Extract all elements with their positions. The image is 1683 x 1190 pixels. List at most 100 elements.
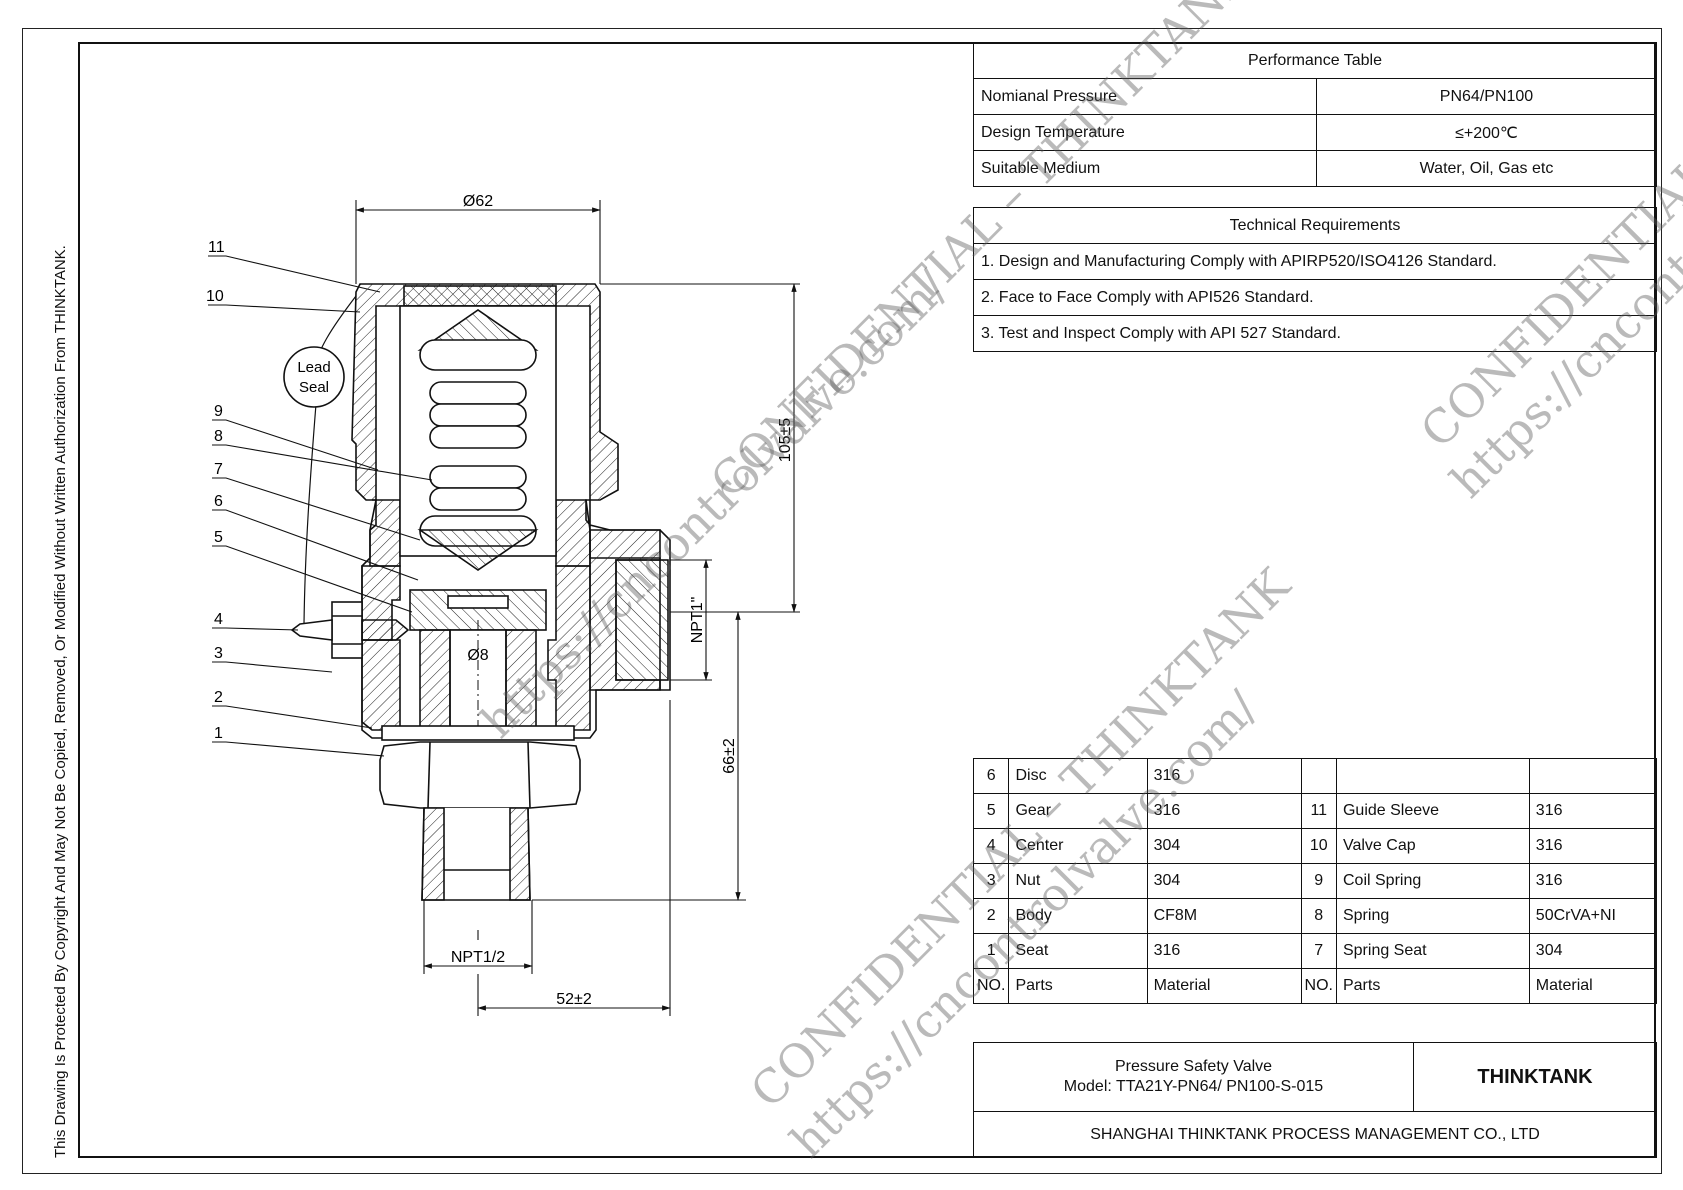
title-block: Pressure Safety Valve Model: TTA21Y-PN64…: [973, 1042, 1657, 1158]
list-item: 1. Design and Manufacturing Comply with …: [973, 243, 1657, 280]
performance-value: ≤+200℃: [1316, 114, 1657, 151]
header-no: NO.: [1300, 968, 1337, 1004]
part-no: 2: [972, 898, 1010, 934]
part-name: Disc: [1008, 758, 1148, 794]
balloon-9: 9: [214, 403, 223, 420]
part-material: 304: [1528, 933, 1658, 969]
part-no: 1: [972, 933, 1010, 969]
dim-height-total: 105±5: [777, 418, 794, 462]
part-no: 9: [1300, 863, 1337, 899]
header-material: Material: [1528, 968, 1658, 1004]
part-name: Seat: [1008, 933, 1148, 969]
balloon-5: 5: [214, 529, 223, 546]
part-name: Gear: [1008, 793, 1148, 829]
part-no: 7: [1300, 933, 1337, 969]
table-row: 4 Center 304 10 Valve Cap 316: [972, 828, 1658, 864]
part-material: 316: [1528, 828, 1658, 864]
table-row: Suitable Medium Water, Oil, Gas etc: [973, 150, 1657, 187]
technical-requirements-table: Technical Requirements 1. Design and Man…: [973, 207, 1657, 352]
inner-border: [78, 42, 1656, 1158]
balloon-1: 1: [214, 725, 223, 742]
part-material: 50CrVA+NI: [1528, 898, 1658, 934]
seat-hex: [379, 741, 581, 809]
balloon-2: 2: [214, 689, 223, 706]
product-name: Pressure Safety Valve: [1114, 1058, 1273, 1075]
part-material: 316: [1528, 863, 1658, 899]
balloon-10: 10: [206, 288, 224, 305]
table-header-row: NO. Parts Material NO. Parts Material: [972, 968, 1658, 1004]
part-name: Spring: [1335, 898, 1530, 934]
part-material: 316: [1146, 793, 1302, 829]
part-name: [1335, 758, 1530, 794]
part-no: 4: [972, 828, 1010, 864]
part-material: CF8M: [1146, 898, 1302, 934]
lead-seal-line2: Seal: [299, 379, 329, 396]
table-row: 6 Disc 316: [972, 758, 1658, 794]
balloon-7: 7: [214, 461, 223, 478]
lead-seal-line1: Lead: [297, 359, 330, 376]
dim-outlet-thread: NPT1": [689, 597, 706, 644]
table-row: 3 Nut 304 9 Coil Spring 316: [972, 863, 1658, 899]
header-parts: Parts: [1008, 968, 1148, 1004]
part-name: Guide Sleeve: [1335, 793, 1530, 829]
performance-label: Design Temperature: [973, 114, 1317, 151]
part-material: 304: [1146, 828, 1302, 864]
dim-center-to-outlet: 52±2: [556, 991, 592, 1008]
dim-inlet-thread: NPT1/2: [451, 949, 505, 966]
part-material: 316: [1528, 793, 1658, 829]
performance-label: Nomianal Pressure: [973, 78, 1317, 115]
part-material: [1528, 758, 1658, 794]
balloon-3: 3: [214, 645, 223, 662]
table-row: 5 Gear 316 11 Guide Sleeve 316: [972, 793, 1658, 829]
dim-height-inlet: 66±2: [721, 738, 738, 774]
part-material: 316: [1146, 758, 1302, 794]
part-name: Nut: [1008, 863, 1148, 899]
brand-name: THINKTANK: [1477, 1065, 1593, 1088]
part-no: 5: [972, 793, 1010, 829]
part-no: 10: [1300, 828, 1337, 864]
lead-seal: [283, 346, 345, 408]
outer-border: [22, 28, 1662, 1174]
header-parts: Parts: [1335, 968, 1530, 1004]
table-row: 2 Body CF8M 8 Spring 50CrVA+NI: [972, 898, 1658, 934]
side-nut: [331, 601, 363, 659]
technical-requirements-title: Technical Requirements: [973, 207, 1657, 244]
spring-coils: [429, 381, 527, 511]
parts-list-table: 6 Disc 316 5 Gear 316 11 Guide Sleeve 31…: [972, 758, 1658, 1004]
model-number: Model: TTA21Y-PN64/ PN100-S-015: [1063, 1078, 1324, 1095]
table-row: Design Temperature ≤+200℃: [973, 114, 1657, 151]
performance-value: Water, Oil, Gas etc: [1316, 150, 1657, 187]
part-no: 3: [972, 863, 1010, 899]
part-name: Valve Cap: [1335, 828, 1530, 864]
balloon-8: 8: [214, 428, 223, 445]
valve-section-drawing: Lead Seal 11 10 9 8 7 6 5 4 3 2: [206, 193, 800, 1016]
part-material: 304: [1146, 863, 1302, 899]
table-row: 1 Seat 316 7 Spring Seat 304: [972, 933, 1658, 969]
list-item: 2. Face to Face Comply with API526 Stand…: [973, 279, 1657, 316]
part-no: 6: [972, 758, 1010, 794]
part-no: 11: [1300, 793, 1337, 829]
dim-seat-bore: Ø8: [467, 647, 488, 664]
company-name: SHANGHAI THINKTANK PROCESS MANAGEMENT CO…: [974, 1111, 1656, 1157]
part-name: Spring Seat: [1335, 933, 1530, 969]
guide-sleeve: [403, 285, 557, 307]
performance-label: Suitable Medium: [973, 150, 1317, 187]
header-material: Material: [1146, 968, 1302, 1004]
part-no: 8: [1300, 898, 1337, 934]
performance-table: Performance Table Nomianal Pressure PN64…: [973, 42, 1657, 187]
balloon-6: 6: [214, 493, 223, 510]
dim-top-width: Ø62: [463, 193, 493, 210]
part-name: Coil Spring: [1335, 863, 1530, 899]
part-material: 316: [1146, 933, 1302, 969]
balloon-4: 4: [214, 611, 223, 628]
header-no: NO.: [972, 968, 1010, 1004]
balloon-11: 11: [208, 239, 225, 256]
performance-value: PN64/PN100: [1316, 78, 1657, 115]
part-name: Center: [1008, 828, 1148, 864]
part-name: Body: [1008, 898, 1148, 934]
list-item: 3. Test and Inspect Comply with API 527 …: [973, 315, 1657, 352]
table-row: Nomianal Pressure PN64/PN100: [973, 78, 1657, 115]
part-no: [1300, 758, 1337, 794]
performance-table-title: Performance Table: [973, 42, 1657, 79]
